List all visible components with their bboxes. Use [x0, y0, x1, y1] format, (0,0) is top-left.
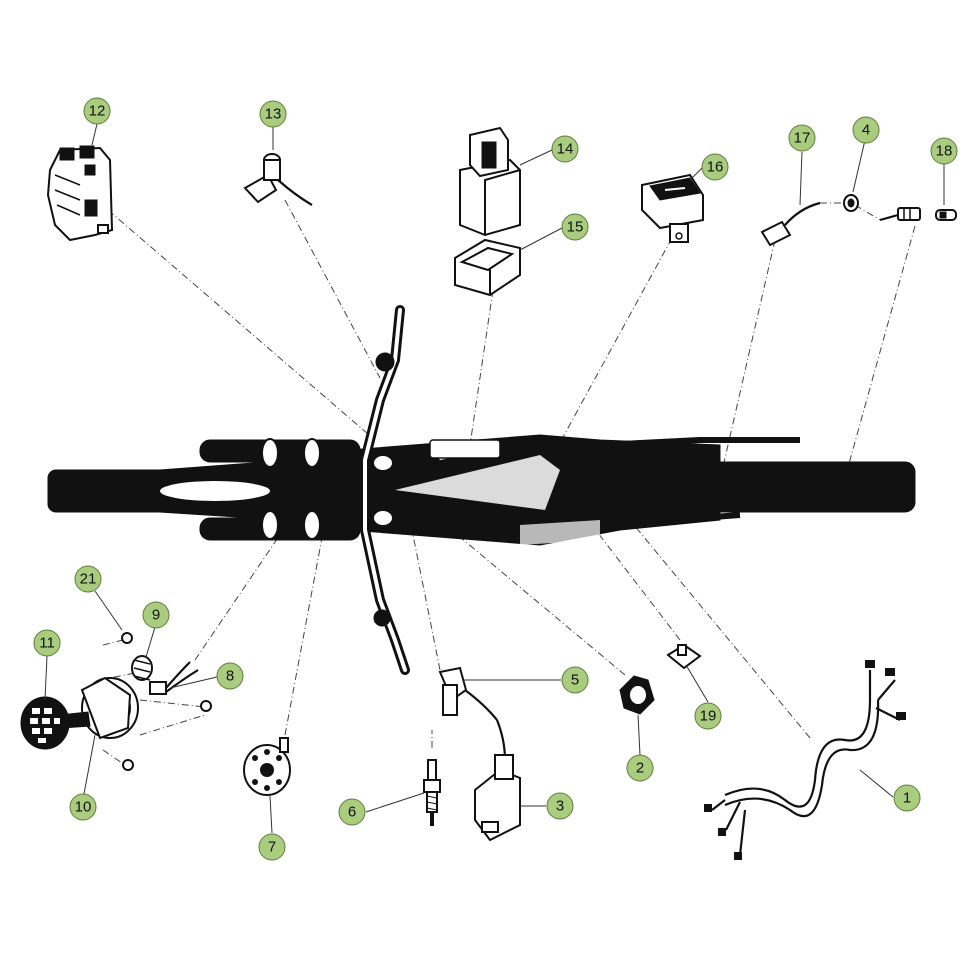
- callout-5: 5: [561, 666, 589, 694]
- svg-text:15: 15: [567, 219, 584, 236]
- svg-text:1: 1: [903, 790, 911, 807]
- svg-text:2: 2: [636, 760, 644, 777]
- part-21-screws: [121, 632, 212, 771]
- callout-1: 1: [893, 784, 921, 812]
- motorcycle-silhouette: [47, 305, 916, 675]
- callout-4: 4: [852, 116, 880, 144]
- svg-text:13: 13: [265, 106, 282, 123]
- part-8-socket-wire: [149, 661, 199, 695]
- svg-text:12: 12: [89, 103, 106, 120]
- callout-15: 15: [561, 213, 589, 241]
- svg-text:14: 14: [557, 141, 574, 158]
- callout-13: 13: [259, 100, 287, 128]
- part-10-headlight-housing: [80, 676, 139, 740]
- part-1-wiring-harness: [704, 660, 906, 860]
- part-2-rubber-mount: [619, 675, 655, 715]
- svg-text:21: 21: [80, 571, 97, 588]
- rear-wheel: [689, 461, 916, 513]
- part-6-spark-plug: [423, 759, 441, 826]
- callout-6: 6: [338, 798, 366, 826]
- callout-21: 21: [74, 565, 102, 593]
- svg-text:10: 10: [75, 799, 92, 816]
- callout-3: 3: [546, 792, 574, 820]
- callout-12: 12: [83, 97, 111, 125]
- svg-text:11: 11: [39, 635, 55, 652]
- part-14-relay: [459, 126, 521, 237]
- part-5-plug-cap: [438, 666, 498, 721]
- svg-text:3: 3: [556, 798, 564, 815]
- part-11-headlight-lens: [20, 696, 91, 750]
- part-3-ignition-coil: [474, 719, 521, 842]
- svg-text:17: 17: [794, 130, 811, 147]
- part-4-grommet: [843, 194, 859, 212]
- part-19-bracket: [666, 643, 702, 670]
- svg-text:9: 9: [152, 607, 160, 624]
- callout-18: 18: [930, 137, 958, 165]
- callout-2: 2: [626, 754, 654, 782]
- callout-14: 14: [551, 135, 579, 163]
- svg-text:6: 6: [348, 804, 356, 821]
- callout-17: 17: [788, 124, 816, 152]
- part-16-flasher-unit: [641, 173, 704, 243]
- svg-text:5: 5: [571, 672, 579, 689]
- svg-text:8: 8: [226, 668, 234, 685]
- callout-badges: 12 13 14 15 16 17 4 18 21 9 11 8 10 7 5 …: [33, 97, 958, 861]
- part-7-horn: [243, 737, 291, 796]
- callout-9: 9: [142, 601, 170, 629]
- front-fender: [160, 481, 270, 501]
- callout-leaders: [44, 123, 945, 834]
- callout-19: 19: [694, 702, 722, 730]
- part-15-relay-cover: [454, 238, 521, 297]
- part-18-bulb: [879, 207, 957, 222]
- svg-text:19: 19: [700, 708, 717, 725]
- callout-7: 7: [258, 833, 286, 861]
- part-9-bulb-holder: [131, 655, 153, 681]
- callout-8: 8: [216, 662, 244, 690]
- callout-10: 10: [69, 793, 97, 821]
- part-17-connector: [760, 201, 842, 247]
- callout-16: 16: [701, 153, 729, 181]
- part-12-switch-housing: [46, 145, 114, 242]
- svg-text:4: 4: [862, 122, 870, 139]
- part-13-lever-switch: [243, 153, 313, 206]
- svg-text:16: 16: [707, 159, 724, 176]
- fork-tube-top: [199, 439, 361, 463]
- fork-tube-bottom: [199, 517, 361, 541]
- svg-text:18: 18: [936, 143, 953, 160]
- svg-text:7: 7: [268, 839, 276, 856]
- callout-11: 11: [33, 629, 61, 657]
